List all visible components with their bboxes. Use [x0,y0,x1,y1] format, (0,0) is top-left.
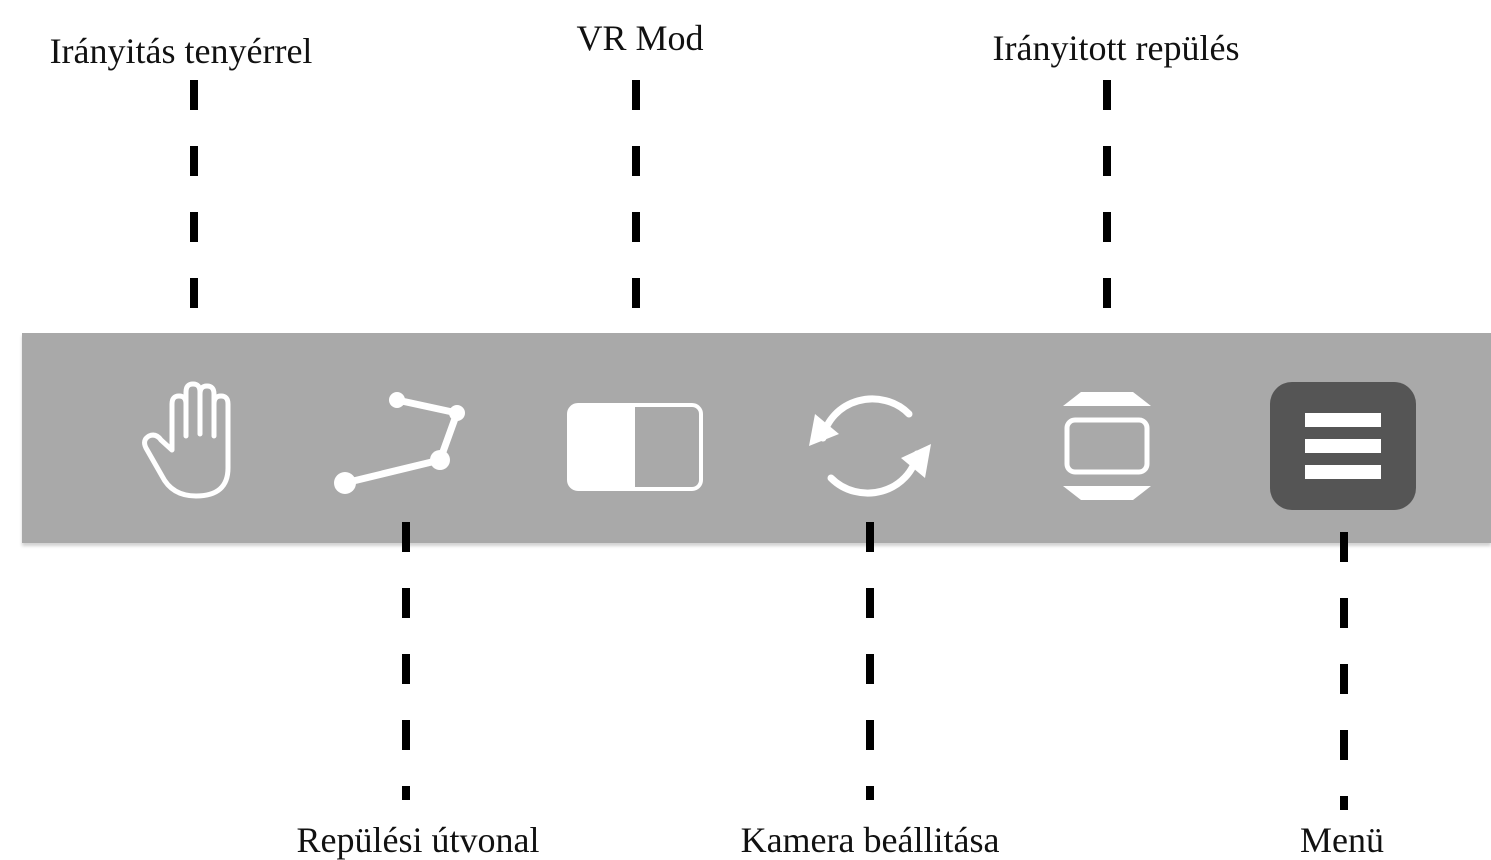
leader-line-flight-path [402,522,410,800]
hand-icon [142,381,231,499]
label-hand-control: Irányitás tenyérrel [49,31,313,71]
vr-mode-toggle[interactable] [565,400,705,494]
vr-toggle-icon [567,403,703,491]
leader-line-camera-settings [866,522,874,800]
label-menu: Menü [1300,820,1384,860]
hand-control-button[interactable] [138,378,250,502]
toolbar [22,333,1491,543]
label-vr-mode: VR Mod [576,18,704,58]
flight-path-button[interactable] [325,388,470,500]
flight-path-icon [334,392,465,494]
guided-flight-button[interactable] [1057,388,1157,504]
camera-rotate-icon [809,395,931,497]
leader-line-menu [1340,532,1348,810]
menu-button[interactable] [1270,382,1416,510]
leader-line-vr-mode [632,80,640,358]
hamburger-menu-icon [1305,413,1381,479]
guided-flight-icon [1063,392,1151,500]
leader-line-hand-control [190,80,198,358]
camera-settings-button[interactable] [805,390,935,502]
label-camera-settings: Kamera beállitása [740,820,1000,860]
leader-line-guided-flight [1103,80,1111,358]
label-flight-path: Repülési útvonal [296,820,540,860]
label-guided-flight: Irányitott repülés [992,28,1240,68]
